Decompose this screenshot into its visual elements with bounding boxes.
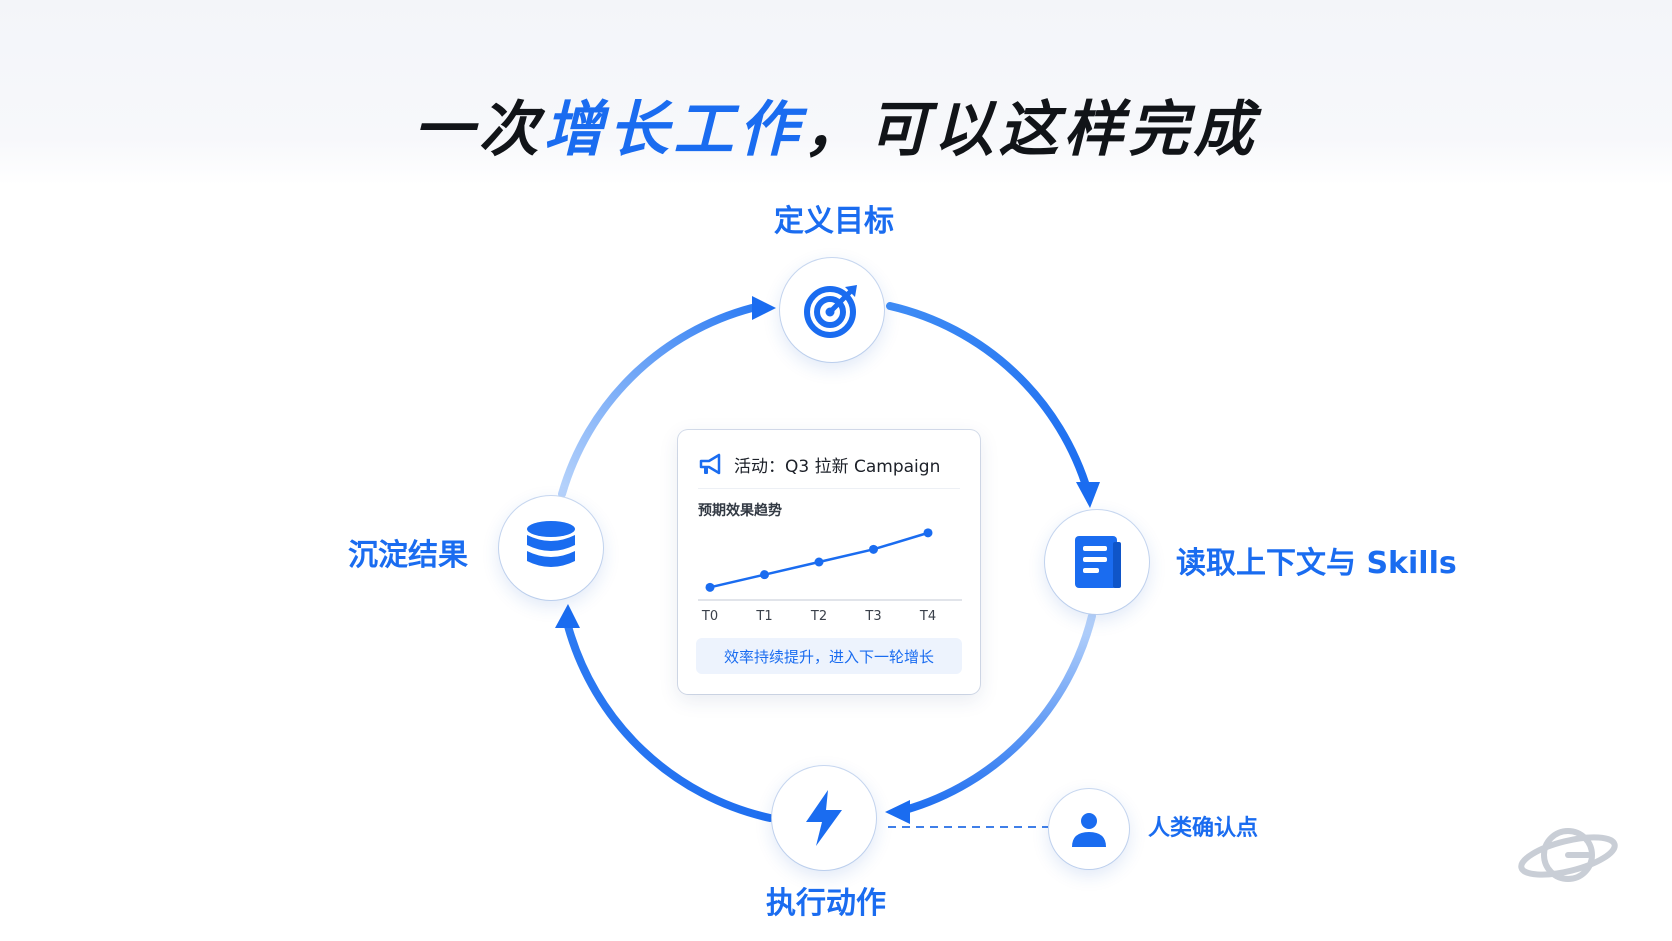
x-tick-label: T1 — [755, 609, 772, 624]
node-read-context — [1045, 510, 1149, 614]
x-tick-label: T0 — [701, 609, 718, 624]
campaign-card: 活动：Q3 拉新 Campaign 预期效果趋势 T0 T1 T2 T3 T4 效率持续… — [678, 430, 980, 694]
data-point — [760, 570, 769, 580]
x-tick-label: T3 — [864, 609, 881, 624]
label-execute-action: 执行动作 — [766, 886, 886, 921]
arrowhead-results — [555, 604, 580, 628]
header-band — [0, 0, 1672, 185]
arc-action-to-results — [564, 622, 774, 822]
data-point — [705, 582, 715, 592]
data-point — [869, 544, 878, 554]
node-store-results — [499, 496, 603, 600]
node-define-goal — [780, 258, 884, 362]
arrowhead-goal — [752, 296, 776, 320]
card-title: 活动：Q3 拉新 Campaign — [734, 456, 941, 477]
data-point — [814, 557, 824, 567]
database-icon — [527, 521, 575, 567]
label-read-context: 读取上下文与 Skills — [1176, 546, 1457, 581]
target-icon — [804, 285, 857, 338]
x-tick-label: T2 — [810, 609, 827, 624]
node-human-checkpoint — [1049, 789, 1129, 869]
title-accent: 增长工作 — [543, 95, 804, 165]
x-tick-label: T4 — [919, 609, 936, 624]
data-point — [923, 528, 933, 538]
label-define-goal: 定义目标 — [774, 204, 894, 239]
trend-chart: T0 T1 T2 T3 T4 — [698, 528, 962, 624]
arc-context-to-action — [901, 612, 1096, 814]
card-footer: 效率持续提升，进入下一轮增长 — [696, 638, 962, 674]
label-store-results: 沉淀结果 — [348, 538, 468, 573]
page-title: 一次增长工作，可以这样完成 — [0, 90, 1672, 170]
arrowhead-context — [1076, 482, 1100, 508]
arc-goal-to-context — [886, 302, 1092, 496]
person-icon — [1072, 813, 1106, 847]
title-tail: ，可以这样完成 — [803, 95, 1259, 165]
book-icon — [1075, 536, 1121, 588]
brand-logo-icon — [1518, 828, 1618, 882]
chart-title: 预期效果趋势 — [698, 503, 782, 519]
title-lead: 一次 — [413, 95, 544, 165]
arc-results-to-goal — [558, 304, 756, 498]
megaphone-icon — [699, 453, 721, 475]
card-header: 活动：Q3 拉新 Campaign — [698, 448, 960, 489]
node-execute-action — [772, 766, 876, 870]
label-human-checkpoint: 人类确认点 — [1148, 816, 1259, 841]
lightning-icon — [806, 790, 842, 846]
arrowhead-action — [885, 800, 910, 824]
